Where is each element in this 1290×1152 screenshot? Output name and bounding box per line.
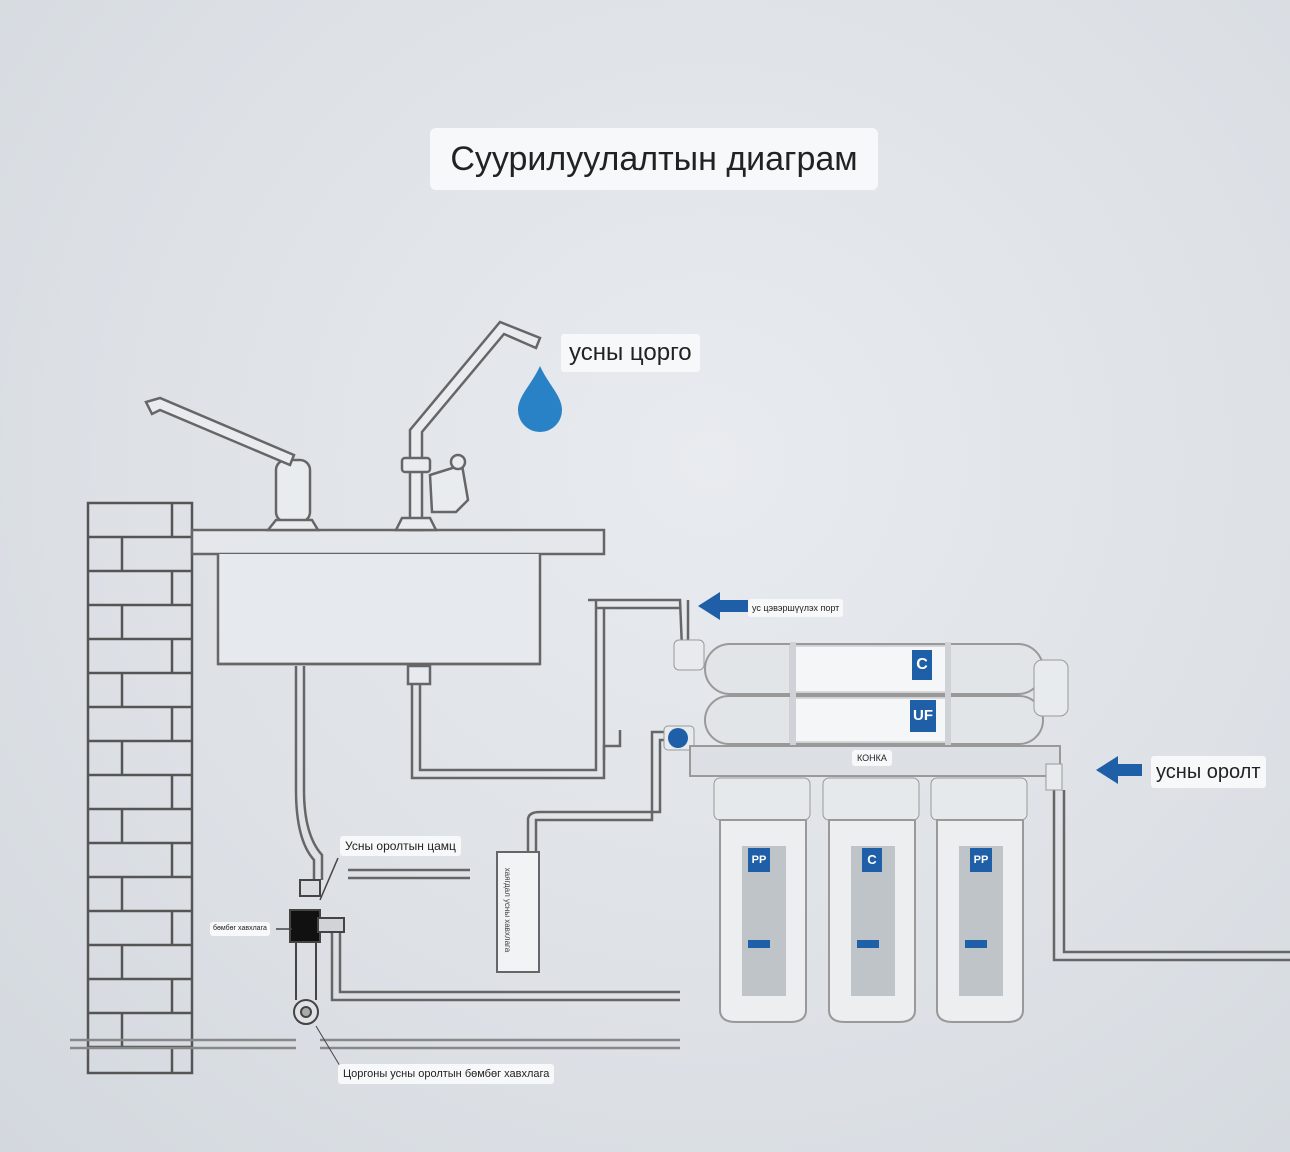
sink bbox=[190, 528, 606, 666]
housing-3-tag: PP bbox=[970, 848, 992, 872]
housing-1-tag: PP bbox=[748, 848, 770, 872]
cartridge-uf-tag: UF bbox=[910, 700, 936, 732]
water-inlet-arrow-icon bbox=[1096, 756, 1142, 784]
angle-valve bbox=[289, 879, 345, 1025]
ball-valve-label: бөмбөг хавхлага bbox=[210, 922, 270, 936]
inlet-clamp-label: Усны оролтын цамц bbox=[340, 836, 461, 856]
water-drop-icon bbox=[518, 366, 562, 432]
diagram-title: Суурилуулалтын диаграм bbox=[430, 128, 878, 190]
waste-valve-box bbox=[496, 851, 540, 973]
pipes bbox=[70, 598, 1290, 1050]
flush-port-label: ус цэвэршүүлэх порт bbox=[748, 599, 844, 617]
kitchen-tap bbox=[144, 396, 321, 532]
filter-unit bbox=[663, 639, 1069, 1023]
ro-faucet bbox=[393, 320, 542, 532]
brick-wall bbox=[86, 501, 194, 1075]
brand-label: КОНКА bbox=[852, 750, 892, 766]
inlet-ball-valve-label: Цоргоны усны оролтын бөмбөг хавхлага bbox=[338, 1064, 555, 1084]
housing-2-tag: C bbox=[862, 848, 882, 872]
faucet-label: усны цорго bbox=[561, 334, 700, 372]
waste-valve-label: хаягдал усны хавхлага bbox=[503, 867, 512, 953]
flush-port-arrow-icon bbox=[698, 592, 748, 620]
cartridge-c-top-tag: C bbox=[912, 650, 932, 680]
water-inlet-label: усны оролт bbox=[1151, 756, 1266, 788]
